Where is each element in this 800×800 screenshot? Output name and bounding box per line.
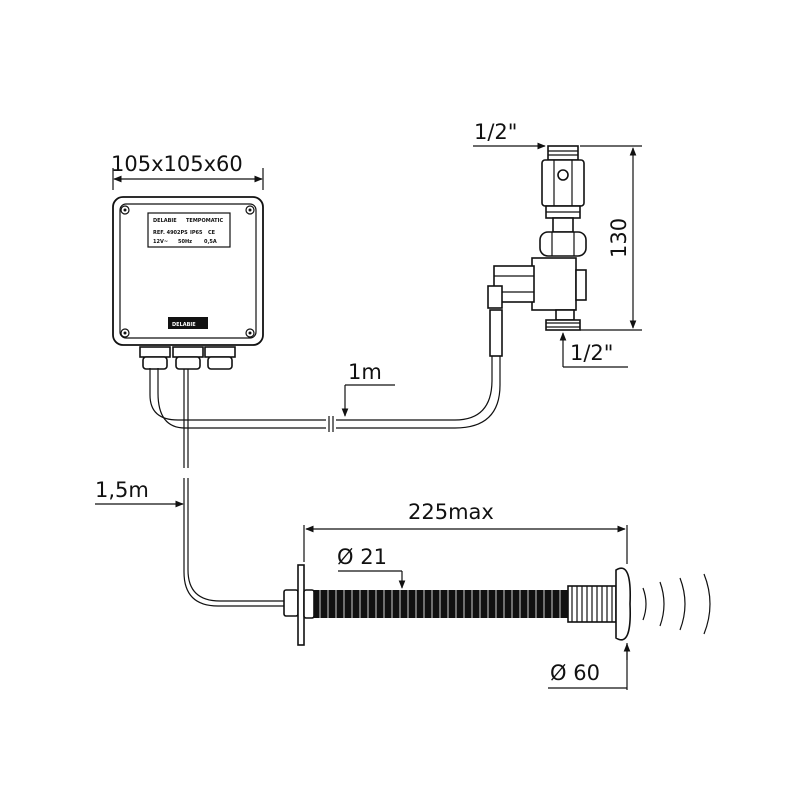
box-dimension: 105x105x60 xyxy=(111,152,264,190)
box-current: 0,5A xyxy=(204,239,217,245)
cable-valve-dimension: 1m xyxy=(341,360,395,417)
box-outer xyxy=(112,196,264,346)
head-diameter-label: Ø 60 xyxy=(550,661,600,685)
box-marks: CE xyxy=(208,230,216,236)
thread-bottom-dimension: 1/2" xyxy=(559,332,628,368)
box-label-plate xyxy=(147,212,231,248)
box-rating: IP65 xyxy=(190,230,203,236)
tube-length-dimension: 225max xyxy=(303,500,628,564)
box-ref: REF. 4902PS xyxy=(153,230,188,236)
cable-sensor-dimension: 1,5m xyxy=(95,478,184,508)
tube-length-label: 225max xyxy=(408,500,494,524)
head-diameter-dimension: Ø 60 xyxy=(548,643,631,690)
cable-to-valve xyxy=(149,309,503,432)
thread-top-dimension: 1/2" xyxy=(473,120,546,150)
control-box: DELABIE TEMPOMATIC REF. 4902PS IP65 CE 1… xyxy=(112,196,264,346)
solenoid-valve xyxy=(487,145,587,331)
box-badge-text: DELABIE xyxy=(172,322,196,328)
cable-sensor-label: 1,5m xyxy=(95,478,149,502)
cable-to-sensor xyxy=(183,369,288,607)
thread-bottom-label: 1/2" xyxy=(570,341,613,365)
sensor-head xyxy=(615,567,632,641)
thread-top-label: 1/2" xyxy=(474,120,517,144)
cable-valve-label: 1m xyxy=(348,360,382,384)
box-badge xyxy=(168,317,208,329)
box-frequency: 50Hz xyxy=(178,239,192,245)
detection-waves xyxy=(642,573,711,635)
valve-height-label: 130 xyxy=(607,218,631,258)
box-inner xyxy=(119,203,257,339)
box-screws xyxy=(120,205,255,338)
valve-height-dimension: 130 xyxy=(580,145,642,331)
box-voltage: 12V~ xyxy=(153,239,168,245)
box-dimension-label: 105x105x60 xyxy=(111,152,243,176)
threaded-tube xyxy=(314,590,568,618)
box-brand: DELABIE xyxy=(153,218,177,224)
box-model: TEMPOMATIC xyxy=(186,218,223,224)
tube-diameter-dimension: Ø 21 xyxy=(337,545,406,589)
cable-glands xyxy=(139,346,236,370)
tube-diameter-label: Ø 21 xyxy=(337,545,387,569)
sensor-tube xyxy=(283,564,711,646)
